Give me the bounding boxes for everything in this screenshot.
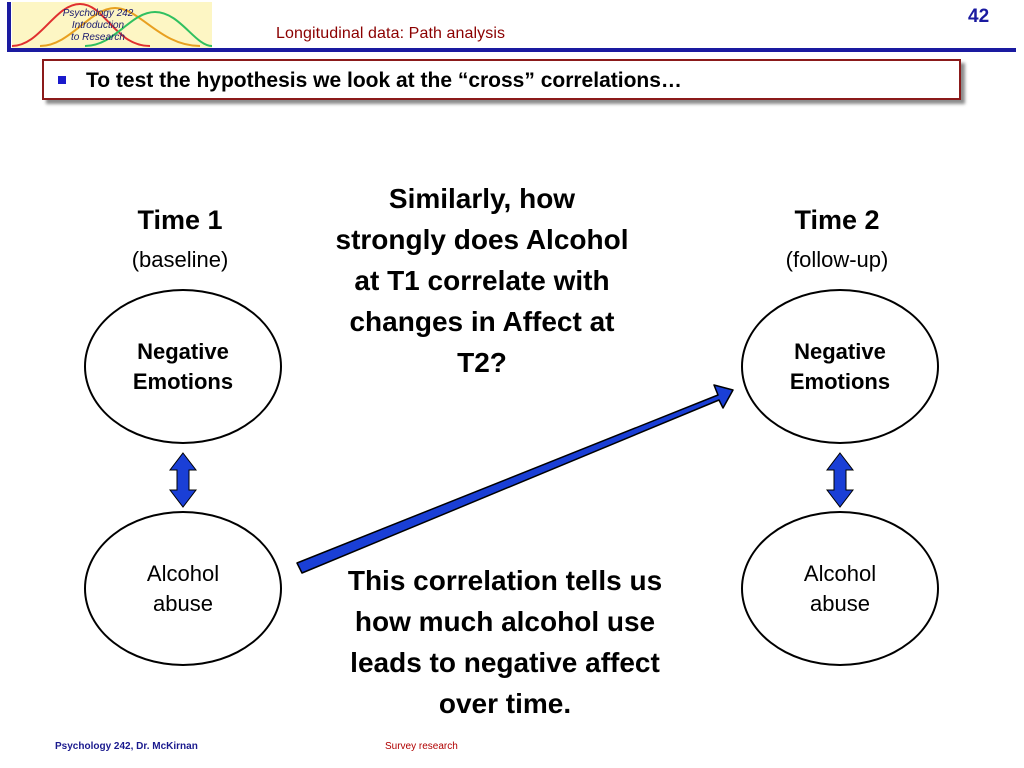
bullet-marker	[58, 76, 66, 84]
t2-correlation-double-arrow	[825, 452, 855, 508]
header-bar	[7, 2, 1016, 52]
t1-negative-emotions-label: Negative Emotions	[132, 338, 234, 394]
t1-correlation-double-arrow	[168, 452, 198, 508]
t1-negative-emotions-node: Negative Emotions	[84, 289, 282, 444]
footer-topic: Survey research	[385, 741, 458, 752]
time1-subtitle: (baseline)	[131, 247, 229, 272]
t1-alcohol-abuse-node: Alcohol abuse	[84, 511, 282, 666]
bullet-text: To test the hypothesis we look at the “c…	[86, 69, 682, 92]
t2-negative-emotions-label: Negative Emotions	[789, 338, 891, 394]
t2-negative-emotions-node: Negative Emotions	[741, 289, 939, 444]
explanation-text: This correlation tells us how much alcoh…	[347, 565, 663, 719]
cross-correlation-arrow	[296, 384, 734, 574]
t1-alcohol-abuse-label: Alcohol abuse	[146, 560, 220, 616]
question-text: Similarly, how strongly does Alcohol at …	[335, 183, 629, 378]
slide-number: 42	[968, 6, 990, 27]
bullet-box: To test the hypothesis we look at the “c…	[42, 59, 961, 100]
time2-title: Time 2	[794, 205, 880, 235]
course-logo-text: Psychology 242 Introduction to Research	[62, 8, 134, 43]
t2-alcohol-abuse-node: Alcohol abuse	[741, 511, 939, 666]
footer-author: Psychology 242, Dr. McKirnan	[55, 741, 198, 752]
time2-subtitle: (follow-up)	[785, 247, 889, 272]
time1-title: Time 1	[137, 205, 223, 235]
slide-title: Longitudinal data: Path analysis	[276, 25, 506, 42]
t2-alcohol-abuse-label: Alcohol abuse	[803, 560, 877, 616]
